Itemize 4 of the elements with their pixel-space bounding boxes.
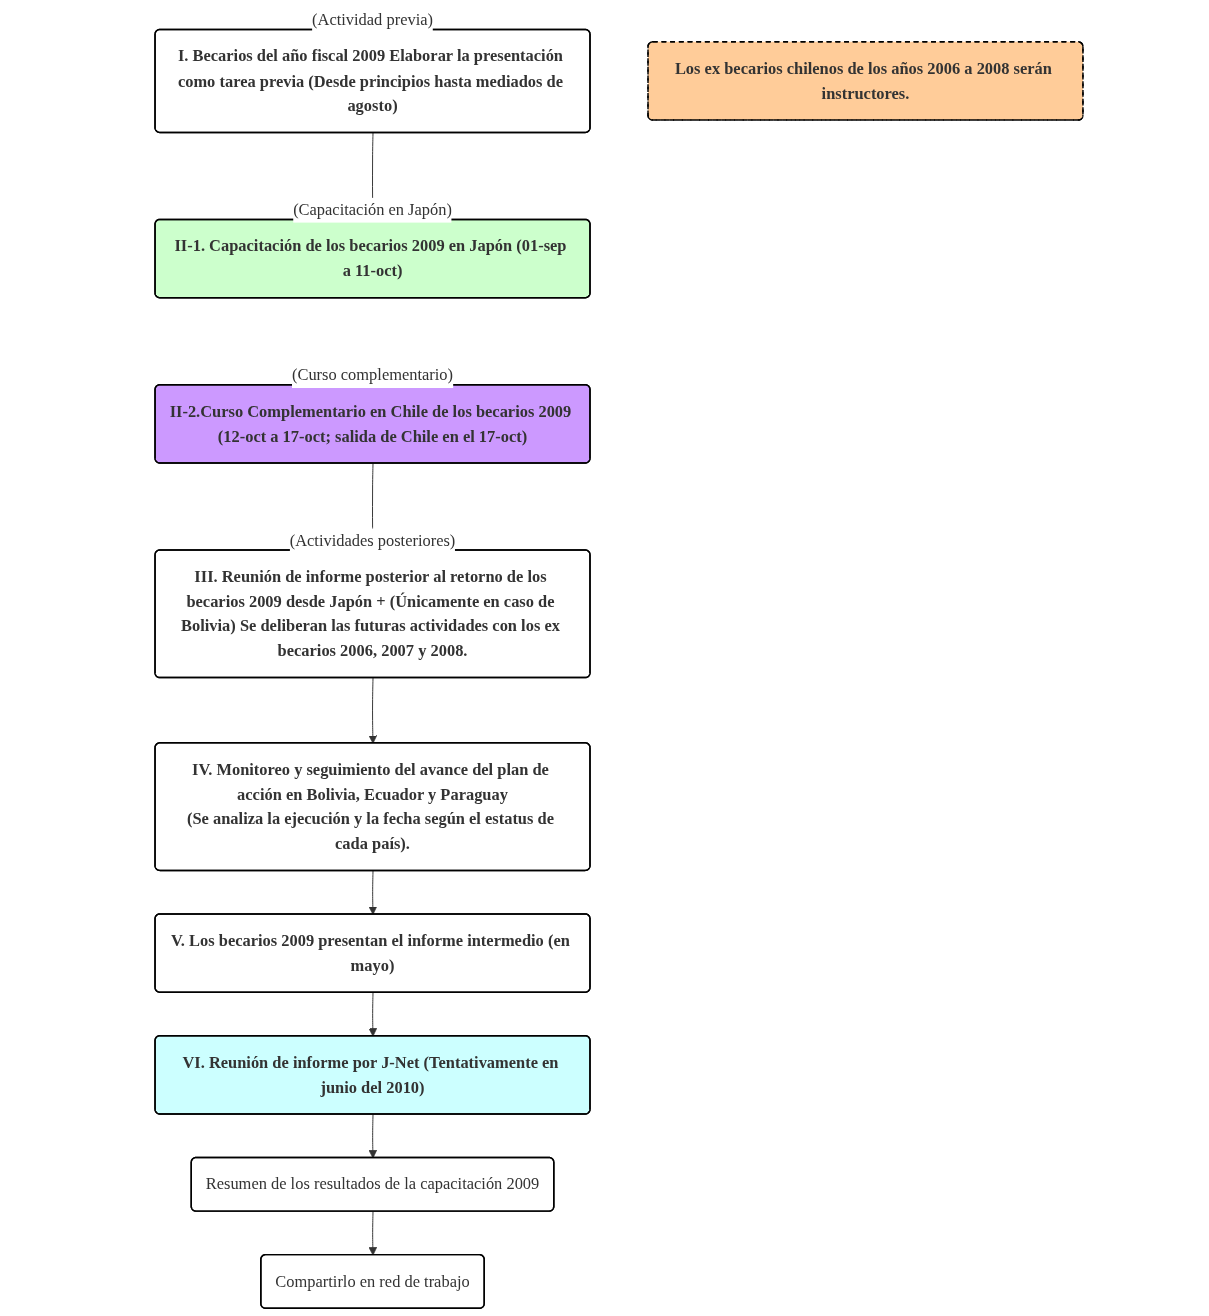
node-label: (Capacitación en Japón) bbox=[293, 200, 452, 219]
node-label: (Curso complementario) bbox=[291, 365, 454, 385]
node-label: (Actividad previa) bbox=[312, 10, 433, 29]
node-label: (Actividades posteriores) bbox=[289, 531, 456, 550]
